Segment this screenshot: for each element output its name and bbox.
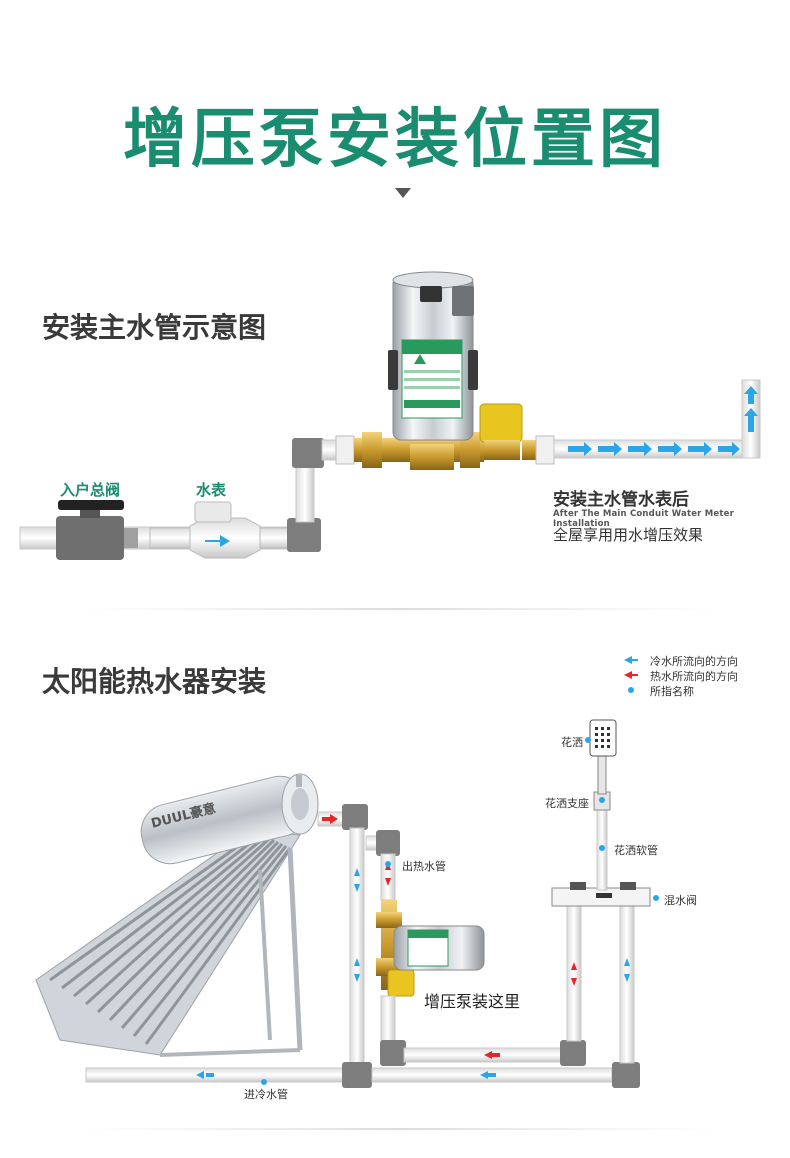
label-hot-out: 出热水管 xyxy=(402,860,446,873)
legend-hot: 热水所流向的方向 xyxy=(650,670,738,683)
caption-sub: 全屋享用用水增压效果 xyxy=(553,526,704,544)
solar-water-heater xyxy=(35,773,319,1057)
page-title: 增压泵安装位置图 xyxy=(123,103,667,177)
label-shower-base: 花洒支座 xyxy=(545,797,589,810)
section1-title: 安装主水管示意图 xyxy=(42,311,267,344)
solar-piping xyxy=(85,719,659,1088)
caption-english: After The Main Conduit Water Meter Insta… xyxy=(553,509,734,529)
section2-title: 太阳能热水器安装 xyxy=(42,665,267,698)
legend xyxy=(624,656,638,693)
name-dot-icon xyxy=(628,687,634,693)
label-main-valve: 入户总阀 xyxy=(60,481,121,499)
cold-arrow-icon xyxy=(624,656,638,664)
gate-valve xyxy=(56,500,138,560)
shower-head xyxy=(589,719,617,795)
caption-main: 安装主水管水表后 xyxy=(553,490,689,510)
label-shower-hose: 花洒软管 xyxy=(614,844,658,857)
label-mixer: 混水阀 xyxy=(664,894,697,907)
label-water-meter: 水表 xyxy=(196,481,227,499)
chevron-down-icon xyxy=(395,188,411,198)
hot-arrow-icon xyxy=(624,671,638,679)
main-pipe-diagram xyxy=(19,271,761,560)
mixer-valve xyxy=(551,882,651,907)
label-shower: 花洒 xyxy=(561,736,583,749)
label-cold-in: 进冷水管 xyxy=(244,1088,288,1101)
label-pump-here: 增压泵装这里 xyxy=(424,992,521,1011)
legend-cold: 冷水所流向的方向 xyxy=(650,655,738,668)
legend-name: 所指名称 xyxy=(650,685,694,698)
water-meter xyxy=(149,501,291,559)
booster-pump xyxy=(388,271,478,441)
